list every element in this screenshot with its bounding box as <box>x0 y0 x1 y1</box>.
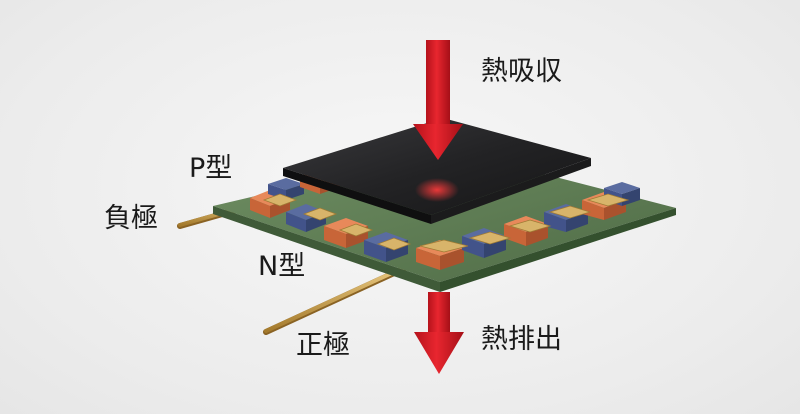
p-type-label: P型 <box>189 153 233 184</box>
n-element <box>604 182 640 206</box>
heat-absorb-label: 熱吸収 <box>481 56 562 87</box>
top-plate <box>283 118 591 224</box>
connector-strip <box>548 205 592 219</box>
connector-strip <box>508 219 552 233</box>
negative-terminal-label: 負極 <box>104 203 158 234</box>
connector-strip <box>419 239 469 253</box>
connector-strip <box>262 193 298 207</box>
connectors <box>262 193 630 253</box>
heat-glow <box>415 178 459 202</box>
heat-release-arrow <box>414 292 464 374</box>
connector-strip <box>338 223 374 237</box>
connector-strip <box>468 231 512 245</box>
heat-release-label: 熱排出 <box>481 324 562 355</box>
n-type-label: N型 <box>258 251 306 282</box>
connector-strip <box>302 207 338 221</box>
heat-absorb-arrow <box>413 40 463 160</box>
connector-strip <box>376 237 412 251</box>
connector-strip <box>586 193 630 207</box>
positive-terminal-label: 正極 <box>296 330 350 361</box>
